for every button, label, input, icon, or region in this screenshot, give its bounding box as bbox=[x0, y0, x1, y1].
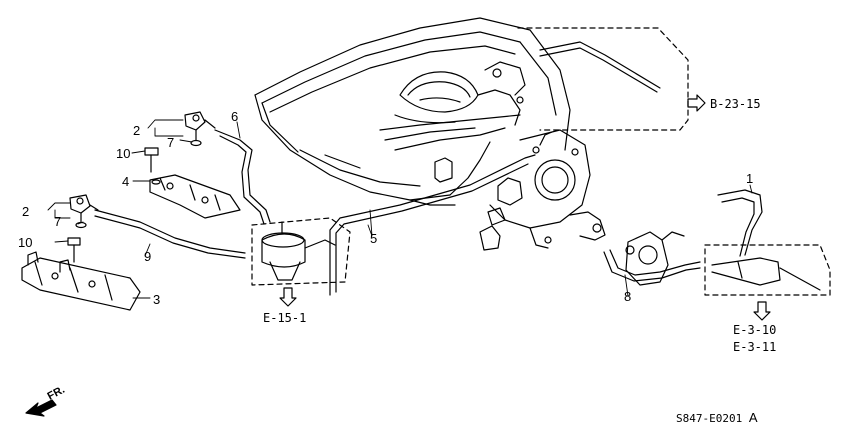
callout-7-upper: 7 bbox=[167, 135, 175, 150]
intake-manifold bbox=[254, 17, 571, 206]
callout-3: 3 bbox=[153, 292, 161, 307]
vacuum-actuator bbox=[261, 221, 336, 281]
callout-2-lower: 2 bbox=[22, 204, 30, 219]
purge-solenoid bbox=[625, 231, 685, 286]
reference-e-3-10[interactable]: E-3-10 bbox=[733, 323, 777, 337]
arrow-right-icon bbox=[687, 94, 706, 112]
callout-10-upper: 10 bbox=[116, 146, 131, 161]
diagram-code: S847-E0201 A bbox=[676, 411, 758, 424]
callout-1: 1 bbox=[746, 171, 754, 186]
callout-9: 9 bbox=[144, 249, 152, 264]
reference-e-15-1[interactable]: E-15-1 bbox=[263, 311, 307, 325]
hose-6 bbox=[214, 129, 271, 225]
leader-lines bbox=[47, 119, 753, 299]
throttle-body bbox=[479, 129, 606, 251]
bolt-10-upper bbox=[144, 147, 159, 173]
callout-2-upper: 2 bbox=[133, 123, 141, 138]
hose-8 bbox=[603, 249, 701, 282]
reference-b-23-15[interactable]: B-23-15 bbox=[710, 97, 761, 111]
callout-7-lower: 7 bbox=[54, 214, 62, 229]
dashed-box-right bbox=[704, 244, 831, 296]
callout-4: 4 bbox=[122, 174, 130, 189]
arrow-down-icon bbox=[279, 287, 297, 307]
bracket-3 bbox=[21, 251, 141, 311]
diagram-code-number: S847-E0201 bbox=[676, 412, 743, 425]
hose-9 bbox=[94, 209, 246, 259]
reference-e-3-11[interactable]: E-3-11 bbox=[733, 340, 777, 354]
arrow-down-icon-right bbox=[753, 301, 771, 321]
diagram-code-suffix: A bbox=[748, 410, 758, 425]
dashed-box-upper bbox=[517, 27, 689, 131]
callout-6: 6 bbox=[231, 109, 239, 124]
bracket-4 bbox=[149, 174, 241, 219]
hose-5 bbox=[329, 154, 536, 296]
front-direction-arrow-icon bbox=[25, 399, 57, 417]
bracket-right bbox=[711, 257, 821, 291]
hose-upper bbox=[539, 41, 661, 93]
callout-5: 5 bbox=[370, 231, 378, 246]
callout-8: 8 bbox=[624, 289, 632, 304]
solenoid-upper bbox=[184, 111, 216, 147]
hose-1 bbox=[717, 189, 763, 257]
solenoid-lower bbox=[69, 194, 99, 229]
callout-10-lower: 10 bbox=[18, 235, 33, 250]
bolt-10-lower bbox=[67, 237, 81, 263]
dashed-box-center bbox=[251, 217, 351, 286]
